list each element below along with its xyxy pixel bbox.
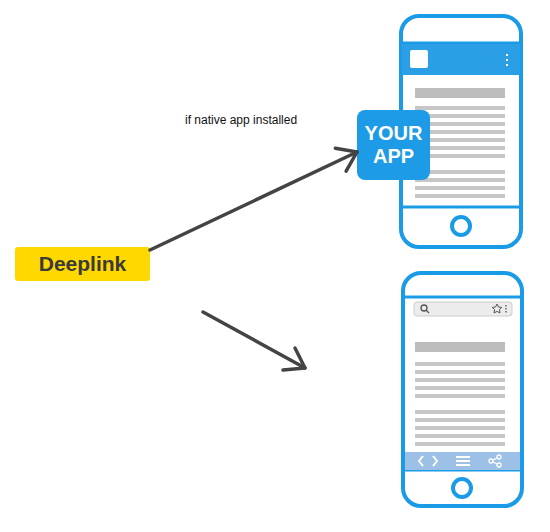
connector-line: [150, 152, 357, 250]
app-header: [402, 44, 520, 75]
screen-border: [404, 297, 521, 470]
home-button: [452, 217, 470, 235]
search-icon-handle: [426, 310, 429, 313]
content-block: [415, 88, 505, 98]
menu-dots: [505, 305, 506, 313]
home-button: [453, 479, 471, 497]
content-block: [415, 342, 505, 352]
node-text: YOUR APP: [365, 122, 423, 168]
arrow-head: [283, 348, 305, 370]
share-dot: [489, 459, 493, 463]
connector-arrow: [150, 148, 357, 250]
share-dot: [497, 463, 501, 467]
node-text: Deeplink: [39, 252, 127, 276]
address-bar: [414, 302, 512, 316]
app-icon: [410, 50, 428, 68]
edge-label: if native app installed: [185, 113, 297, 127]
start-box: Deeplink: [15, 247, 150, 281]
star-icon: [492, 304, 502, 313]
fallback-arrow: [203, 312, 305, 368]
arrow-head: [335, 148, 357, 171]
content-lines: [415, 364, 505, 444]
menu-dots: [506, 54, 508, 66]
app-badge: YOUR APP: [357, 110, 430, 180]
browser-toolbar: [405, 452, 520, 470]
share-dot: [497, 455, 501, 459]
phone-body: [403, 273, 522, 506]
toolbar-icons: [419, 456, 470, 466]
